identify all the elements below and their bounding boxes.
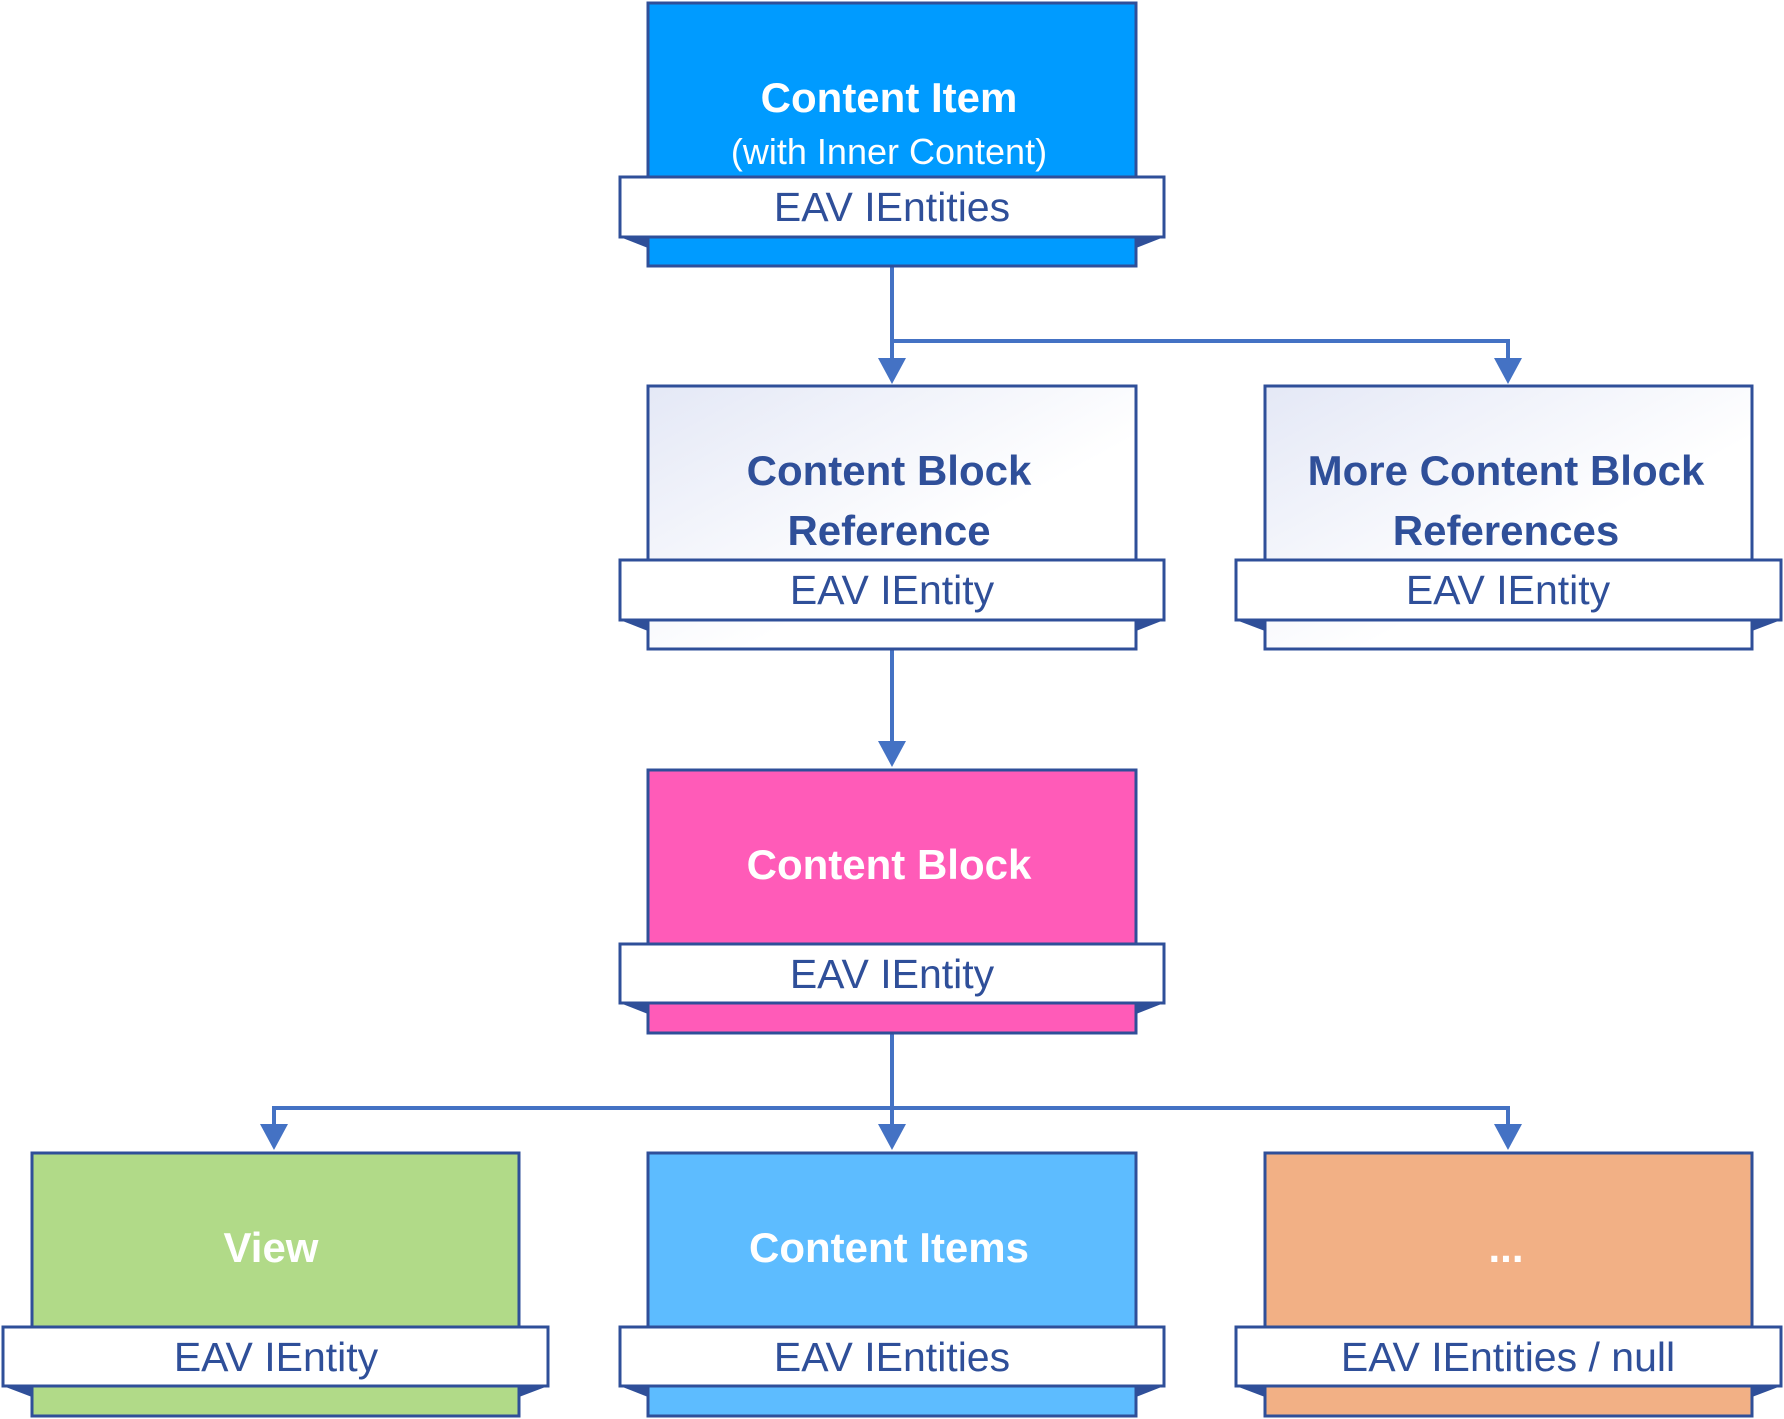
arrowhead-icon: [878, 1124, 906, 1150]
ribbon-fold-left: [620, 1386, 648, 1397]
ribbon-band: [618, 175, 1166, 239]
arrowhead-icon: [878, 358, 906, 384]
ribbon-band: [1, 1325, 550, 1388]
ribbon: EAV IEntity: [618, 558, 1166, 631]
node-title-line-1: More Content Block: [1308, 447, 1705, 494]
ribbon-band: [1234, 558, 1783, 622]
node-more-content-block-references: More Content Block References EAV IEntit…: [1234, 384, 1783, 651]
ribbon: EAV IEntity: [1234, 558, 1783, 631]
ribbon-band: [618, 1325, 1166, 1388]
connector-block-to-view: [272, 1106, 892, 1126]
node-content-block-reference: Content Block Reference EAV IEntity: [618, 384, 1166, 651]
node-title-line-1: Content Block: [747, 447, 1032, 494]
ribbon-fold-left: [620, 620, 648, 631]
arrowhead-icon: [1494, 1124, 1522, 1150]
node-content-block: Content Block EAV IEntity: [618, 768, 1166, 1035]
ribbon-fold-left: [3, 1386, 32, 1397]
ribbon-label: EAV IEntity: [790, 567, 995, 613]
node-title: Content Items: [749, 1224, 1029, 1271]
ribbon-fold-right: [1136, 620, 1164, 631]
ribbon-label: EAV IEntity: [790, 951, 995, 997]
node-title: Content Block: [747, 841, 1032, 888]
node-title: ...: [1488, 1224, 1523, 1271]
ribbon-label: EAV IEntity: [174, 1334, 379, 1380]
node-title-line-2: References: [1393, 507, 1619, 554]
node-other: ... EAV IEntities / null: [1234, 1151, 1783, 1418]
ribbon-fold-right: [1136, 237, 1164, 248]
node-title: View: [224, 1224, 319, 1271]
node-title-line-2: Reference: [787, 507, 990, 554]
ribbon-band: [1234, 1325, 1783, 1388]
ribbon-label: EAV IEntities: [774, 1334, 1010, 1380]
node-content-item: Content Item (with Inner Content) EAV IE…: [618, 1, 1166, 268]
ribbon-fold-left: [1236, 620, 1265, 631]
ribbon-label: EAV IEntities: [774, 184, 1010, 230]
arrowhead-icon: [878, 741, 906, 767]
node-view: View EAV IEntity: [1, 1151, 550, 1418]
ribbon-fold-left: [620, 1003, 648, 1014]
connectors: [272, 266, 1510, 1126]
node-content-items: Content Items EAV IEntities: [618, 1151, 1166, 1418]
ribbon-band: [618, 558, 1166, 622]
node-title: Content Item: [761, 74, 1018, 121]
connector-block-to-other: [892, 1106, 1510, 1126]
ribbon: EAV IEntities / null: [1234, 1325, 1783, 1397]
arrowhead-icon: [260, 1124, 288, 1150]
ribbon-band: [618, 942, 1166, 1005]
ribbon-fold-left: [620, 237, 648, 248]
ribbon-label: EAV IEntities / null: [1341, 1334, 1675, 1380]
ribbon-fold-right: [1752, 620, 1781, 631]
arrowhead-icon: [1494, 358, 1522, 384]
ribbon-fold-left: [1236, 1386, 1265, 1397]
connector-item-to-more-references: [892, 339, 1510, 360]
ribbon-fold-right: [1752, 1386, 1781, 1397]
ribbon: EAV IEntities: [618, 175, 1166, 248]
ribbon-fold-right: [1136, 1003, 1164, 1014]
ribbon: EAV IEntity: [1, 1325, 550, 1397]
ribbon-label: EAV IEntity: [1406, 567, 1611, 613]
ribbon: EAV IEntities: [618, 1325, 1166, 1397]
ribbon: EAV IEntity: [618, 942, 1166, 1014]
arrowheads: [260, 358, 1522, 1150]
ribbon-fold-right: [519, 1386, 548, 1397]
ribbon-fold-right: [1136, 1386, 1164, 1397]
node-subtitle: (with Inner Content): [731, 131, 1047, 172]
